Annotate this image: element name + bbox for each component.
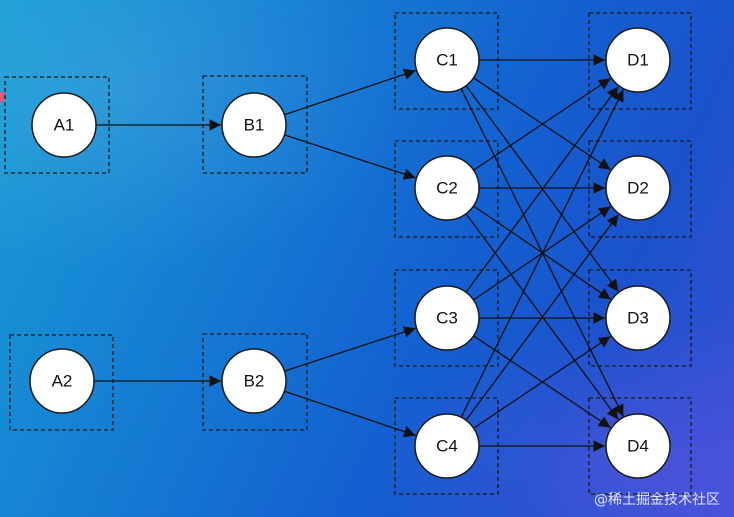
edge-c4-d1 (460, 89, 624, 418)
edges (94, 54, 624, 452)
node-box-d3 (588, 269, 692, 367)
node-boxes (4, 12, 692, 495)
edge-c3-d1 (465, 86, 619, 293)
node-c4: C4 (414, 413, 480, 479)
node-box-c1 (394, 12, 499, 110)
node-label: B2 (244, 372, 265, 391)
node-box-d1 (588, 12, 692, 110)
node-box-c2 (394, 140, 499, 238)
edge-c4-d2 (465, 214, 619, 421)
edge-marker (0, 92, 4, 102)
node-label: A1 (54, 116, 75, 135)
node-d3: D3 (605, 285, 671, 351)
node-circle (414, 413, 480, 479)
node-label: C4 (436, 437, 458, 456)
edge-b1-c1 (284, 68, 416, 116)
node-a2: A2 (29, 348, 95, 414)
node-circle (414, 155, 480, 221)
node-label: C3 (436, 309, 458, 328)
node-label: D1 (627, 51, 649, 70)
node-circle (605, 285, 671, 351)
node-d2: D2 (605, 155, 671, 221)
edge-b1-c2 (284, 134, 416, 180)
node-box-b2 (202, 333, 308, 431)
watermark: @稀土掘金技术社区 (594, 492, 720, 508)
node-c3: C3 (414, 285, 480, 351)
node-circle (605, 27, 671, 93)
node-b2: B2 (221, 348, 287, 414)
node-c2: C2 (414, 155, 480, 221)
node-circle (414, 27, 480, 93)
node-circle (221, 348, 287, 414)
node-label: D2 (627, 179, 649, 198)
node-circle (414, 285, 480, 351)
node-label: B1 (244, 116, 265, 135)
node-box-d2 (588, 140, 692, 238)
edge-b2-c3 (284, 326, 416, 372)
node-circle (31, 92, 97, 158)
node-b1: B1 (221, 92, 287, 158)
node-box-a1 (4, 76, 110, 174)
node-circle (29, 348, 95, 414)
node-box-d4 (588, 397, 692, 495)
node-label: A2 (52, 372, 73, 391)
node-label: D3 (627, 309, 649, 328)
node-d1: D1 (605, 27, 671, 93)
node-a1: A1 (31, 92, 97, 158)
edge-c2-d1 (473, 77, 611, 171)
node-c1: C1 (414, 27, 480, 93)
node-box-a2 (9, 334, 114, 431)
node-label: C2 (436, 179, 458, 198)
node-circle (221, 92, 287, 158)
node-label: C1 (436, 51, 458, 70)
edge-c4-d3 (473, 335, 611, 429)
node-d4: D4 (605, 413, 671, 479)
node-circle (605, 413, 671, 479)
node-label: D4 (627, 437, 649, 456)
edge-b2-c4 (284, 390, 416, 438)
node-circle (605, 155, 671, 221)
